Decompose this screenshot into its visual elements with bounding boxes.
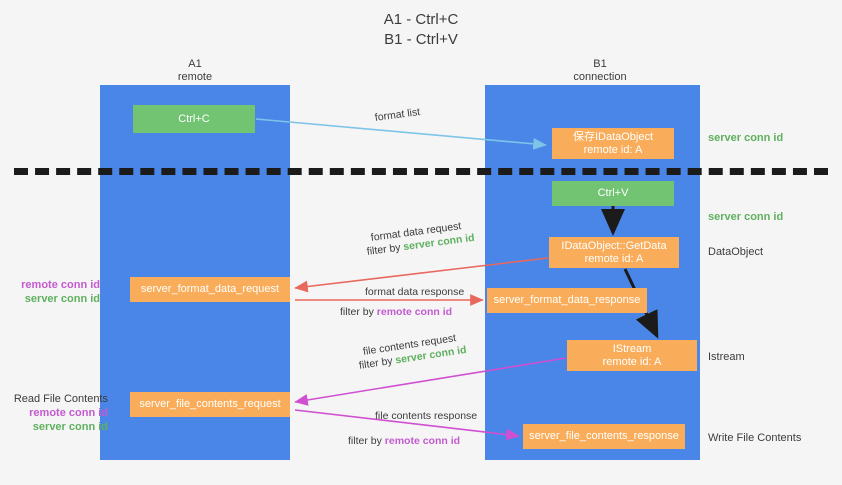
- node-getdata-subtitle: remote id: A: [584, 252, 644, 265]
- annotation-read-file-contents-group: Read File Contents remote conn id server…: [8, 392, 108, 434]
- node-idataobject-getdata[interactable]: IDataObject::GetData remote id: A: [549, 237, 679, 268]
- node-istream-subtitle: remote id: A: [602, 355, 662, 368]
- filter-prefix: filter by: [340, 306, 377, 318]
- annotation-remote-conn-id: remote conn id: [29, 407, 108, 419]
- node-server-format-data-request-label: server_format_data_request: [140, 283, 280, 295]
- filter-prefix: filter by: [366, 241, 405, 258]
- label-file-contents-response: file contents response: [375, 409, 477, 423]
- node-server-file-contents-response-label: server_file_contents_response: [529, 430, 679, 442]
- label-format-list-text: format list: [374, 106, 421, 124]
- label-format-data-response: format data response: [365, 285, 464, 299]
- filter-value-remote-conn-id: remote conn id: [384, 435, 461, 447]
- node-istream-title: IStream: [612, 342, 652, 355]
- label-file-contents-response-text: file contents response: [375, 410, 478, 422]
- title-line-2: B1 - Ctrl+V: [384, 31, 458, 48]
- filter-value-remote-conn-id: remote conn id: [376, 306, 453, 318]
- filter-prefix: filter by: [358, 354, 397, 372]
- node-ctrl-v[interactable]: Ctrl+V: [552, 181, 674, 206]
- node-server-format-data-response[interactable]: server_format_data_response: [487, 288, 647, 313]
- node-ctrl-c[interactable]: Ctrl+C: [133, 105, 255, 133]
- node-server-file-contents-response[interactable]: server_file_contents_response: [523, 424, 685, 449]
- title-line-1: A1 - Ctrl+C: [383, 11, 459, 28]
- annotation-server-conn-id-top: server conn id: [708, 132, 784, 144]
- label-format-data-response-text: format data response: [365, 286, 465, 298]
- node-server-file-contents-request[interactable]: server_file_contents_request: [130, 392, 290, 417]
- annotation-server-conn-id: server conn id: [24, 293, 100, 305]
- annotation-remote-conn-id: remote conn id: [21, 279, 100, 291]
- annotation-server-conn-id: server conn id: [32, 421, 108, 433]
- label-file-contents-response-filter: filter by remote conn id: [348, 434, 460, 448]
- annotation-server-conn-id-mid: server conn id: [708, 211, 784, 223]
- node-server-file-contents-request-label: server_file_contents_request: [139, 398, 281, 410]
- annotation-conn-ids-left: remote conn id server conn id: [8, 278, 100, 306]
- column-a1-role: remote: [177, 71, 213, 83]
- column-header-a1: A1 remote: [115, 58, 275, 84]
- phase-divider: [14, 168, 828, 175]
- node-save-idataobject-subtitle: remote id: A: [583, 143, 643, 156]
- annotation-istream: Istream: [708, 351, 745, 363]
- column-b1-name: B1: [593, 58, 607, 70]
- column-b1-role: connection: [573, 71, 627, 83]
- label-format-list: format list: [374, 105, 421, 125]
- annotation-read-file-contents: Read File Contents: [13, 393, 108, 405]
- column-a1-name: A1: [188, 58, 202, 70]
- node-istream[interactable]: IStream remote id: A: [567, 340, 697, 371]
- node-server-format-data-response-label: server_format_data_response: [493, 294, 641, 306]
- annotation-write-file-contents: Write File Contents: [708, 432, 802, 444]
- label-format-data-response-filter: filter by remote conn id: [340, 305, 452, 319]
- node-ctrl-v-label: Ctrl+V: [597, 187, 629, 199]
- node-ctrl-c-label: Ctrl+C: [178, 112, 210, 125]
- page-title: A1 - Ctrl+C B1 - Ctrl+V: [0, 10, 842, 50]
- node-save-idataobject[interactable]: 保存IDataObject remote id: A: [552, 128, 674, 159]
- annotation-dataobject: DataObject: [708, 246, 764, 258]
- column-header-b1: B1 connection: [520, 58, 680, 84]
- node-getdata-title: IDataObject::GetData: [561, 239, 667, 252]
- node-server-format-data-request[interactable]: server_format_data_request: [130, 277, 290, 302]
- node-save-idataobject-title: 保存IDataObject: [572, 130, 654, 143]
- filter-prefix: filter by: [348, 435, 385, 447]
